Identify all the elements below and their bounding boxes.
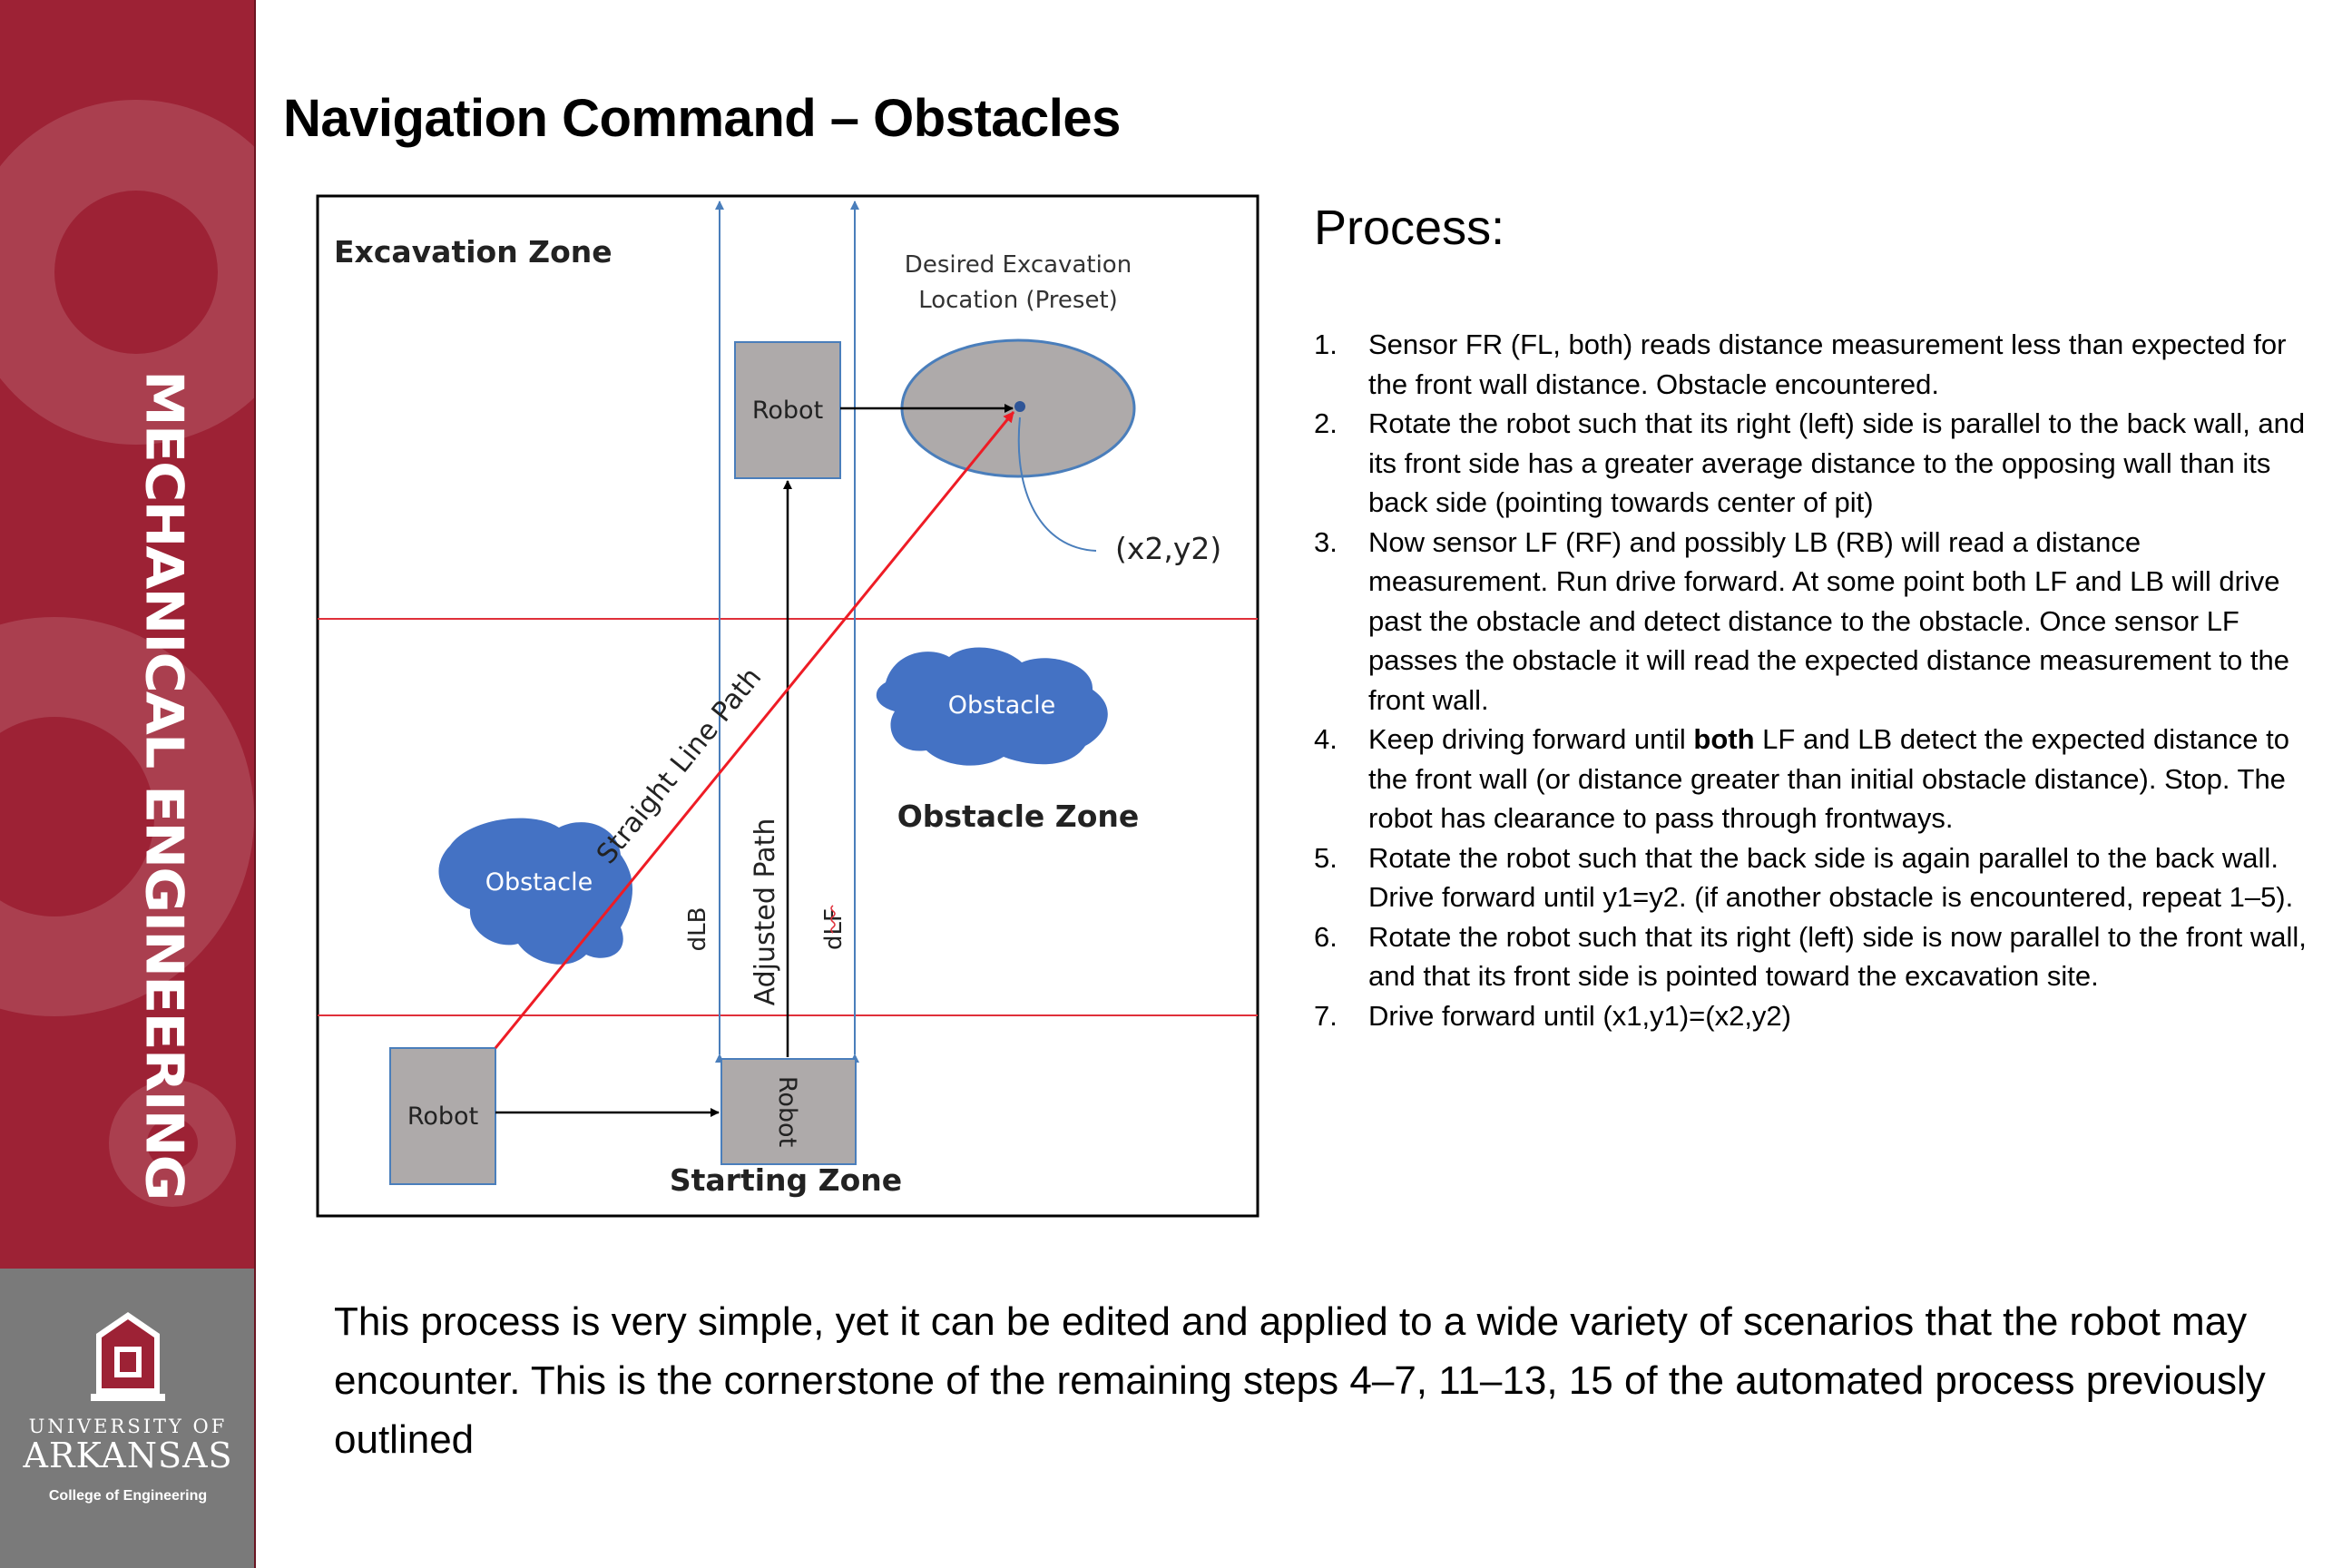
process-step: 1. Sensor FR (FL, both) reads distance me… xyxy=(1314,325,2321,404)
target-callout-line xyxy=(1017,416,1097,552)
process-heading: Process: xyxy=(1314,201,1505,255)
step-number: 2. xyxy=(1314,407,1338,439)
step-number: 6. xyxy=(1314,920,1338,953)
logo-university-of: UNIVERSITY OF xyxy=(28,1416,228,1437)
department-name: MECHANICAL ENGINEERING xyxy=(133,370,196,1200)
process-steps-list: 1. Sensor FR (FL, both) reads distance me… xyxy=(1314,325,2321,1035)
excavation-zone-label: Excavation Zone xyxy=(334,234,612,270)
old-main-seal-icon xyxy=(91,1312,165,1401)
step-text-emphasis: both xyxy=(1693,723,1755,755)
step-text: Rotate the robot such that its right (le… xyxy=(1368,407,2306,518)
navigation-diagram: Excavation Zone Obstacle Zone Starting Z… xyxy=(316,194,1259,1218)
adjusted-path-label: Adjusted Path xyxy=(750,818,781,1006)
step-number: 3. xyxy=(1314,525,1338,558)
step-number: 7. xyxy=(1314,999,1338,1032)
obstacle-right xyxy=(876,647,1108,766)
target-point xyxy=(1014,401,1025,412)
desired-location-label-line1: Desired Excavation xyxy=(905,251,1132,279)
process-step: 7. Drive forward until (x1,y1)=(x2,y2) xyxy=(1314,996,2321,1036)
step-text-post: LF and LB detect the expected distance t… xyxy=(1368,723,2289,834)
process-step: 5. Rotate the robot such that the back si… xyxy=(1314,838,2321,917)
robot-left xyxy=(389,1047,496,1185)
logo-arkansas: ARKANSAS xyxy=(23,1436,233,1475)
dlb-label: dLB xyxy=(684,907,711,952)
step-text: Rotate the robot such that the back side… xyxy=(1368,841,2294,914)
step-text: Now sensor LF (RF) and possibly LB (RB) … xyxy=(1368,525,2289,716)
target-coordinate-label: (x2,y2) xyxy=(1115,531,1221,566)
robot-start xyxy=(720,1058,857,1165)
process-step: 6. Rotate the robot such that its right (… xyxy=(1314,917,2321,996)
process-step: 3. Now sensor LF (RF) and possibly LB (RB… xyxy=(1314,523,2321,720)
starting-zone-label: Starting Zone xyxy=(670,1162,902,1198)
gear-pattern-icon xyxy=(0,100,256,1207)
robot-left-label: Robot xyxy=(407,1102,478,1131)
robot-top xyxy=(734,341,841,479)
step-text: Drive forward until (x1,y1)=(x2,y2) xyxy=(1368,999,1791,1032)
obstacle-zone-label: Obstacle Zone xyxy=(897,799,1140,834)
obstacle-right-label: Obstacle xyxy=(948,691,1056,720)
robot-start-label: Robot xyxy=(773,1076,801,1147)
step-number: 5. xyxy=(1314,841,1338,874)
process-step: 2. Rotate the robot such that its right (… xyxy=(1314,404,2321,523)
step-text: Sensor FR (FL, both) reads distance meas… xyxy=(1368,328,2287,400)
sidebar-red-band: MECHANICAL ENGINEERING xyxy=(0,0,256,1269)
obstacle-left xyxy=(438,818,633,965)
step-number: 1. xyxy=(1314,328,1338,360)
university-logo: UNIVERSITY OF ARKANSAS College of Engine… xyxy=(0,1307,256,1504)
robot-top-label: Robot xyxy=(752,397,823,425)
step-number: 4. xyxy=(1314,723,1338,755)
obstacle-left-label: Obstacle xyxy=(485,868,593,897)
sidebar: MECHANICAL ENGINEERING UNIVERSITY OF ARK… xyxy=(0,0,256,1568)
straight-line-path-arrow xyxy=(494,411,1015,1049)
sidebar-edge xyxy=(254,0,256,1568)
page-title: Navigation Command – Obstacles xyxy=(283,89,1121,148)
process-step: 4. Keep driving forward until both LF and… xyxy=(1314,720,2321,838)
step-text-pre: Keep driving forward until xyxy=(1368,723,1694,755)
summary-text: This process is very simple, yet it can … xyxy=(334,1299,2266,1462)
desired-location-label-line2: Location (Preset) xyxy=(918,287,1118,314)
step-text: Rotate the robot such that its right (le… xyxy=(1368,920,2307,993)
logo-college: College of Engineering xyxy=(48,1488,208,1504)
dlf-spellcheck-underline xyxy=(830,905,836,934)
